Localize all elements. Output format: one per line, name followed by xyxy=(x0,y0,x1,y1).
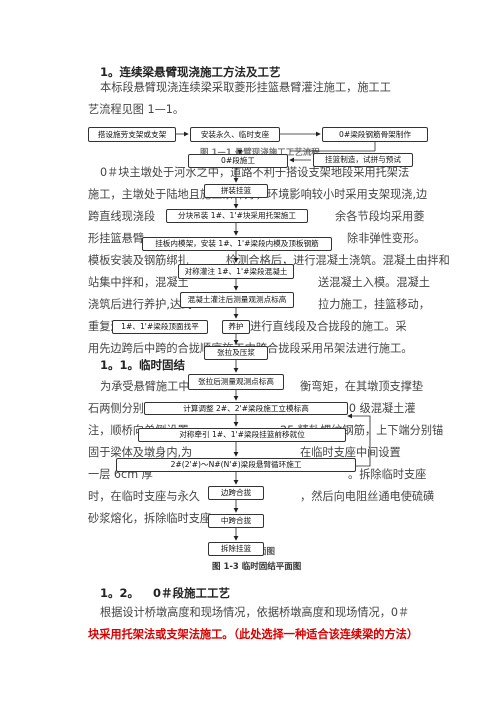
flow-box-rebar: 0#梁段钢筋骨架制作 xyxy=(322,127,428,142)
flow-box-lift-blocks: 分块吊装 1#、1'#块采用托架施工 xyxy=(166,209,308,223)
body-line-7: 浇筑后进行养护,达到 xyxy=(88,298,193,311)
flow-box-remove-hanger: 拆除挂篮 xyxy=(208,542,264,556)
flow-box-bearings: 安装永久、临时支座 xyxy=(190,127,280,142)
sec11-fragment-5: 。拆除临时支座 xyxy=(348,468,427,481)
body-fragment-5: 拉力施工，挂篮移动， xyxy=(318,298,430,311)
body-fragment-1: 余各节段均采用菱 xyxy=(335,210,425,223)
section-heading-1: 1。连续梁悬臂现浇施工方法及工艺 xyxy=(100,65,281,79)
body-fragment-2: 除非弹性变形。 xyxy=(347,232,426,245)
sec11-fragment-4: 在临时支座中间设置 xyxy=(300,446,401,459)
flow-box-cycle-construction: 2#(2'#)～N#(N'#)梁段悬臂循环施工 xyxy=(116,458,356,472)
sec11-line-7: 砂浆熔化，拆除临时支座。 xyxy=(88,512,223,525)
figure-1-3-caption: 图 1-3 临时固结平面图 xyxy=(212,562,302,572)
flow-box-assemble-hanger: 拼装挂篮 xyxy=(204,184,268,198)
flow-box-measure-after-tension: 张拉后测量观测点标高 xyxy=(188,374,284,390)
body-line-4: 形挂篮悬臂 xyxy=(88,232,144,245)
flow-box-measure-after-pour: 混凝土灌注后测量观测点标高 xyxy=(180,292,294,308)
flow-box-pour-concrete: 对称灌注 1#、1'#梁段混凝土 xyxy=(178,264,294,279)
sec11-line-6: 时，在临时支座与永久 xyxy=(88,490,200,503)
flow-box-mid-span-closure: 中跨合拢 xyxy=(208,514,264,528)
flow-box-level-top: 1#、1'#梁段顶面找平 xyxy=(112,320,208,334)
flow-box-tension-grout: 张拉及压浆 xyxy=(204,346,268,360)
body-line-1: 0＃块主墩处于河水之中，道路不利于搭设支架地段采用托架法 xyxy=(100,166,410,179)
sec11-line-4: 固于梁体及墩身内,为 xyxy=(88,446,193,459)
sec11-fragment-6: ，然后向电阻丝通电使硫磺 xyxy=(300,490,435,503)
flow-box-hanger-trial: 挂篮制造，试拼与预试 xyxy=(313,153,413,167)
body-line-6: 站集中拌和，混凝土 xyxy=(88,276,189,289)
sec11-line-1: 为承受悬臂施工中 xyxy=(100,380,190,393)
flow-box-segment0: 0#段施工 xyxy=(188,154,288,168)
body-fragment-4: 送混凝土入模。混凝土 xyxy=(318,276,430,289)
section-heading-1-2: 1。2。 0＃段施工工艺 xyxy=(100,585,230,601)
intro-line-2: 艺流程见图 1—1。 xyxy=(88,103,185,116)
flow-box-support: 搭设施劳支架或支架 xyxy=(88,127,176,142)
figure-1-3-caption-behind: 面图 xyxy=(258,547,276,557)
flow-box-cure: 养护 xyxy=(222,320,250,334)
section-number: 1。2。 xyxy=(100,586,140,600)
figure-1-1-caption: 图 1—1 悬臂现浇施工工艺流程 xyxy=(200,148,320,158)
sec11-fragment-1: 衡弯矩，在其墩顶支撑垫 xyxy=(300,380,424,393)
section-title: 0＃段施工工艺 xyxy=(153,586,231,600)
flow-box-adjust-elevation: 计算调整 2#、2'#梁段施工立模标高 xyxy=(144,402,348,415)
flow-box-move-hanger: 对称牵引 1#、1'#梁段挂篮前移就位 xyxy=(138,428,346,442)
body-fragment-3: 检测合格后，进行混凝土浇筑。混凝土由拌和 xyxy=(226,254,450,267)
body-line-3: 跨直线现浇段 xyxy=(88,210,156,223)
flow-box-inner-formwork: 挂板内模架，安装 1#、1'#梁段内模及顶板钢筋 xyxy=(142,237,332,251)
intro-line-1: 本标段悬臂现浇连续梁采取菱形挂篮悬臂灌注施工，施工工 xyxy=(100,81,391,94)
body-line-5: 模板安装及钢筋绑扎 xyxy=(88,254,189,267)
body-fragment-6: 进行直线段及合拢段的施工。采 xyxy=(250,320,407,333)
sec12-line-1: 根据设计桥墩高度和现场情况，依据桥墩高度和现场情况，0＃ xyxy=(100,606,410,619)
sec12-line-2-highlight: 块采用托架法或支架法施工。（此处选择一种适合该连续梁的方法） xyxy=(88,628,419,641)
flow-box-side-span-closure: 边跨合拢 xyxy=(208,486,264,500)
section-heading-1-1: 1。1。临时固结 xyxy=(100,358,186,372)
